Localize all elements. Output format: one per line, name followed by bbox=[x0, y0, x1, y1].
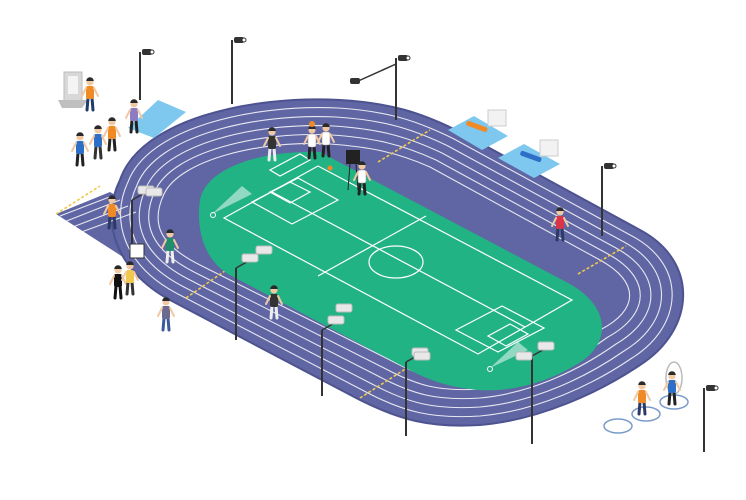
field-markings bbox=[222, 153, 574, 355]
athlete-figure-icon bbox=[353, 161, 371, 196]
camera-icon bbox=[235, 253, 259, 340]
yoga-mats bbox=[128, 100, 560, 178]
athlete-figure-icon bbox=[121, 261, 139, 296]
yoga-mat-icon bbox=[498, 144, 560, 178]
camera-icon bbox=[321, 315, 345, 396]
floodlight-icon bbox=[231, 37, 247, 104]
athletes bbox=[71, 77, 681, 416]
athlete-figure-icon bbox=[103, 195, 121, 230]
athlete-figure-icon bbox=[157, 297, 175, 332]
athlete-figure-icon bbox=[263, 127, 281, 162]
kiosk-icon bbox=[539, 139, 559, 157]
measurement-booth bbox=[58, 71, 88, 108]
athlete-figure-icon bbox=[109, 265, 127, 300]
athlete-figure-icon bbox=[317, 123, 335, 158]
camera-icon bbox=[531, 341, 555, 444]
hoop-ring-icon bbox=[603, 418, 633, 434]
athlete-figure-icon bbox=[89, 125, 107, 160]
athlete-figure-icon bbox=[81, 77, 99, 112]
lane-lines bbox=[59, 107, 673, 418]
floodlight-icon bbox=[139, 49, 155, 100]
kiosk-icon bbox=[487, 109, 507, 127]
sensor-beam-icon bbox=[210, 186, 252, 218]
display-board-icon bbox=[129, 150, 360, 259]
athlete-figure-icon bbox=[161, 229, 179, 264]
field-grass bbox=[198, 151, 603, 391]
athlete-figure-icon bbox=[663, 371, 681, 406]
floodlight-icon bbox=[395, 55, 411, 120]
floodlight-icon bbox=[601, 163, 617, 236]
floodlight-icon bbox=[703, 385, 719, 452]
hoop-ring-icon bbox=[631, 406, 661, 422]
athlete-figure-icon bbox=[71, 132, 89, 167]
athlete-figure-icon bbox=[125, 99, 143, 134]
athlete-figure-icon bbox=[265, 285, 283, 320]
athlete-figure-icon bbox=[551, 207, 569, 242]
sensor-beam-icon bbox=[487, 342, 528, 372]
camera-icon bbox=[145, 63, 533, 361]
yoga-mat-icon bbox=[128, 100, 186, 138]
athlete-figure-icon bbox=[633, 381, 651, 416]
ball-icon bbox=[309, 121, 315, 127]
floodlight-poles bbox=[131, 37, 719, 452]
football-field bbox=[198, 151, 603, 391]
ball-icon bbox=[327, 165, 333, 171]
athlete-figure-icon bbox=[103, 117, 121, 152]
yoga-mat-icon bbox=[448, 116, 508, 150]
